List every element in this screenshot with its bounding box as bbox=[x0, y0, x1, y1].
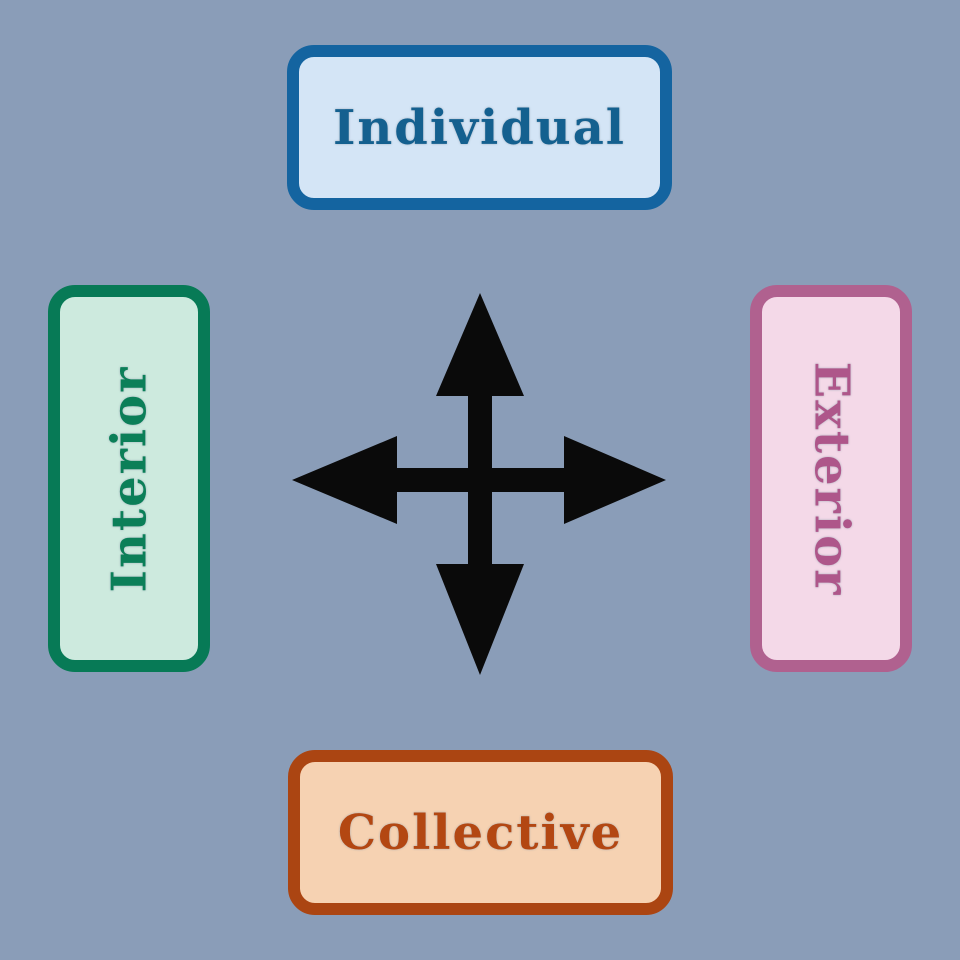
quadrant-label-interior: Interior bbox=[101, 365, 158, 592]
quadrant-label-exterior: Exterior bbox=[803, 361, 859, 596]
quadrant-box-interior: Interior bbox=[48, 285, 210, 672]
quadrant-box-exterior: Exterior bbox=[750, 285, 912, 672]
quadrant-box-collective: Collective bbox=[288, 750, 673, 915]
quadrant-label-collective: Collective bbox=[337, 804, 624, 861]
quadrant-label-individual: Individual bbox=[332, 99, 627, 156]
four-way-arrow-icon bbox=[292, 293, 666, 675]
quadrant-box-individual: Individual bbox=[287, 45, 672, 210]
